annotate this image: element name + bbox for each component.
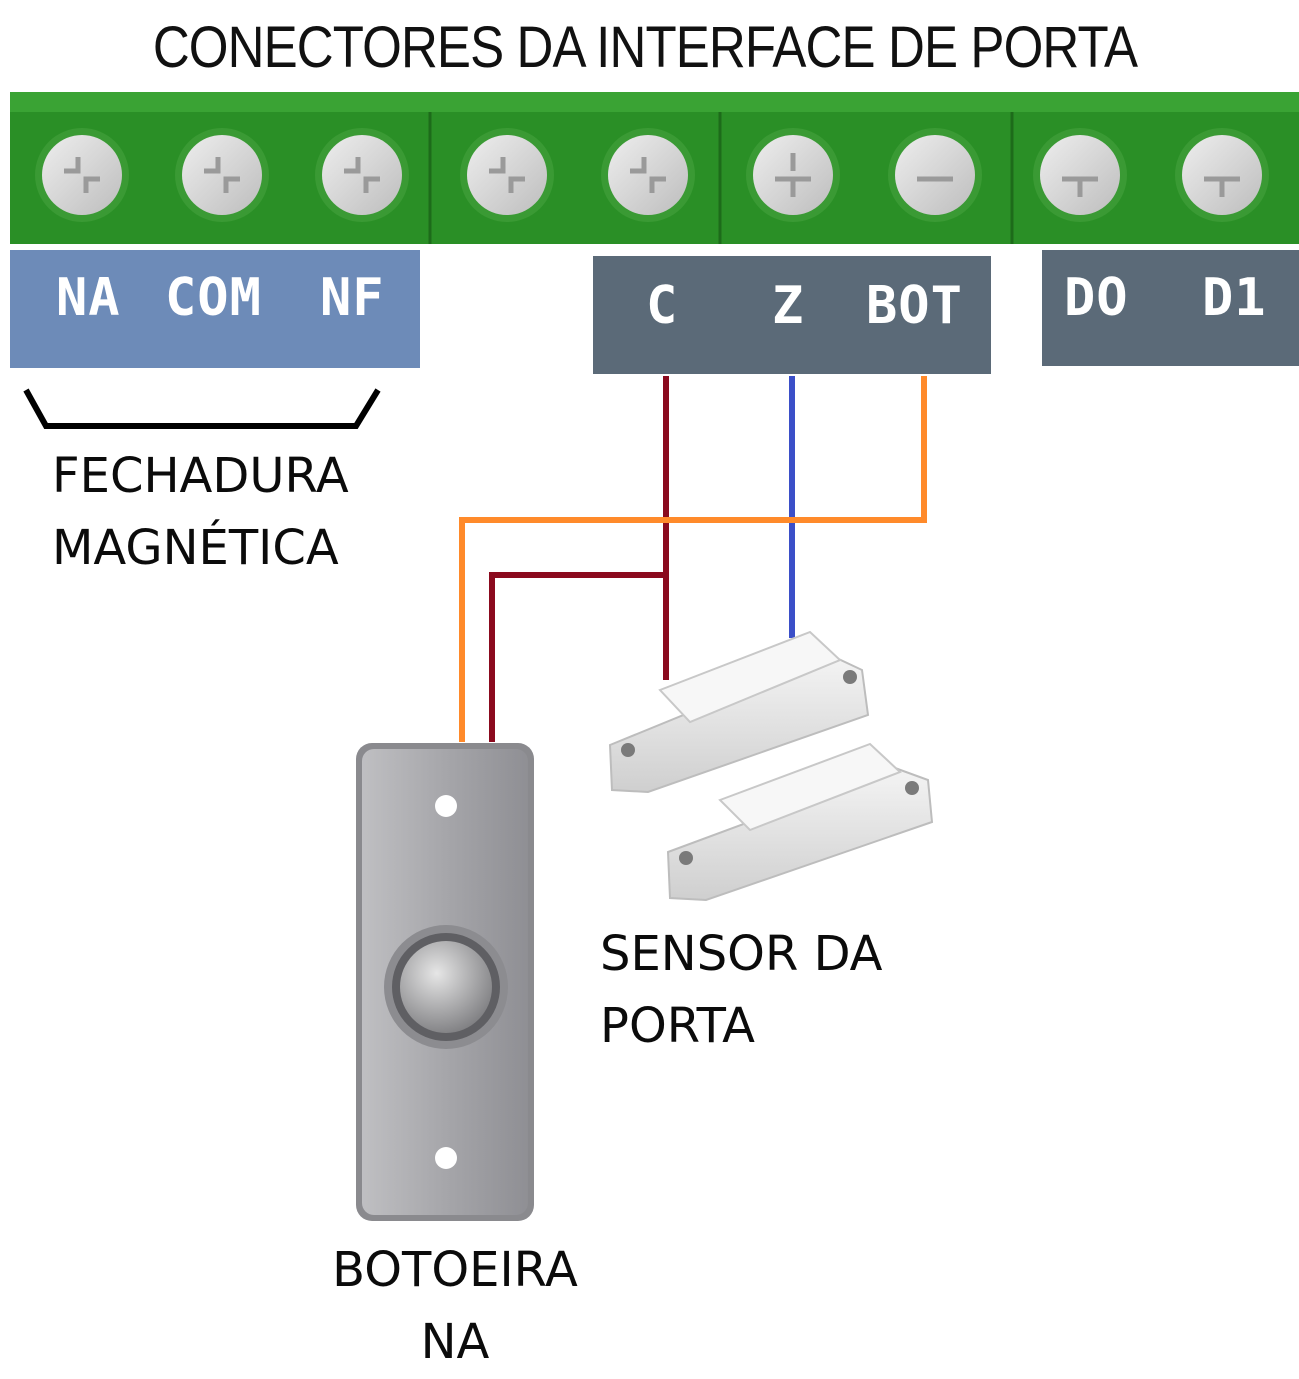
screw-icon: [1175, 128, 1269, 222]
screw-hole-icon: [435, 795, 457, 817]
wire-common: [489, 376, 669, 742]
door-sensor: [608, 630, 934, 902]
screw-icon: [315, 128, 409, 222]
lock-label-line-1: FECHADURA: [52, 448, 349, 504]
lock-bracket: [23, 388, 381, 429]
screw-icon: [175, 128, 269, 222]
terminal-z: Z: [772, 276, 805, 336]
screw-icon: [460, 128, 554, 222]
screw-hole-icon: [435, 1147, 457, 1169]
lock-label: FECHADURA MAGNÉTICA: [52, 440, 349, 584]
screw-icon: [746, 128, 840, 222]
wire-button: [459, 376, 927, 742]
board-top-edge: [10, 92, 1299, 112]
terminal-nf: NF: [320, 268, 385, 328]
screw-icon: [1033, 128, 1127, 222]
terminal-d1: D1: [1202, 268, 1267, 328]
screw-row: [35, 128, 1269, 222]
terminal-com: COM: [165, 268, 262, 328]
sensor-label: SENSOR DA PORTA: [600, 918, 883, 1062]
exit-button: [356, 743, 534, 1221]
button-label: BOTOEIRA NA: [310, 1234, 600, 1378]
sensor-terminal-block: [593, 256, 991, 374]
terminal-na: NA: [56, 268, 121, 328]
push-button-icon: [400, 941, 492, 1033]
screw-icon: [888, 128, 982, 222]
button-label-line-2: NA: [420, 1314, 490, 1370]
button-label-line-1: BOTOEIRA: [332, 1242, 578, 1298]
screw-icon: [601, 128, 695, 222]
lock-terminal-block: [10, 250, 420, 368]
terminal-c: C: [646, 276, 679, 336]
wiegand-terminal-block: [1042, 250, 1299, 366]
sensor-label-line-2: PORTA: [600, 998, 756, 1054]
sensor-magnet-icon: [608, 630, 870, 794]
wires: [459, 376, 927, 742]
sensor-label-line-1: SENSOR DA: [600, 926, 883, 982]
terminal-do: DO: [1064, 268, 1129, 328]
lock-label-line-2: MAGNÉTICA: [52, 520, 339, 576]
terminal-bot: BOT: [866, 276, 963, 336]
diagram-title: CONECTORES DA INTERFACE DE PORTA: [152, 15, 1138, 80]
sensor-magnet-icon: [666, 742, 934, 902]
screw-icon: [35, 128, 129, 222]
